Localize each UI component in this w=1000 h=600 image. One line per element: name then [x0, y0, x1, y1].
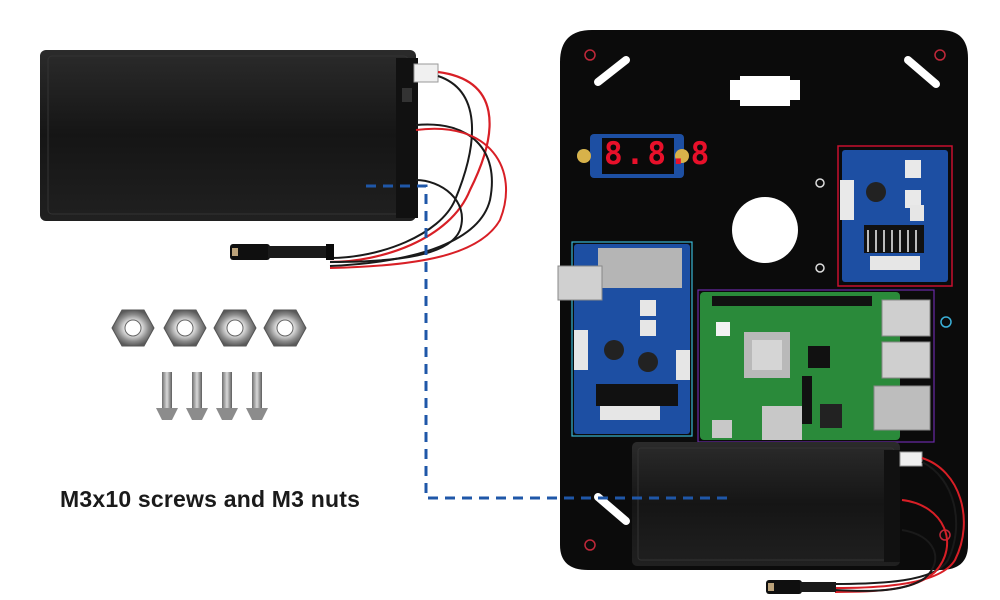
- motor-driver-board-icon: [837, 145, 953, 287]
- dc-plug-icon: [766, 580, 836, 594]
- screw-icon: [246, 372, 268, 420]
- hardware-caption: M3x10 screws and M3 nuts: [60, 486, 361, 512]
- hex-nut-icon: [111, 309, 155, 347]
- screw-icon: [156, 372, 178, 420]
- screws-group: [156, 372, 268, 420]
- voltmeter-display: 8.8.8: [604, 136, 713, 172]
- screw-icon: [186, 372, 208, 420]
- screw-icon: [216, 372, 238, 420]
- hex-nut-icon: [263, 309, 307, 347]
- hex-nut-icon: [213, 309, 257, 347]
- battery-box-bottom: [632, 442, 965, 593]
- dc-plug-icon: [230, 244, 334, 260]
- driver-board-left-icon: [557, 241, 693, 437]
- battery-box-left: [40, 50, 508, 269]
- voltmeter-icon: [577, 134, 689, 178]
- raspberry-pi-board-icon: [697, 289, 935, 443]
- hex-nuts-group: [111, 309, 307, 347]
- hex-nut-icon: [163, 309, 207, 347]
